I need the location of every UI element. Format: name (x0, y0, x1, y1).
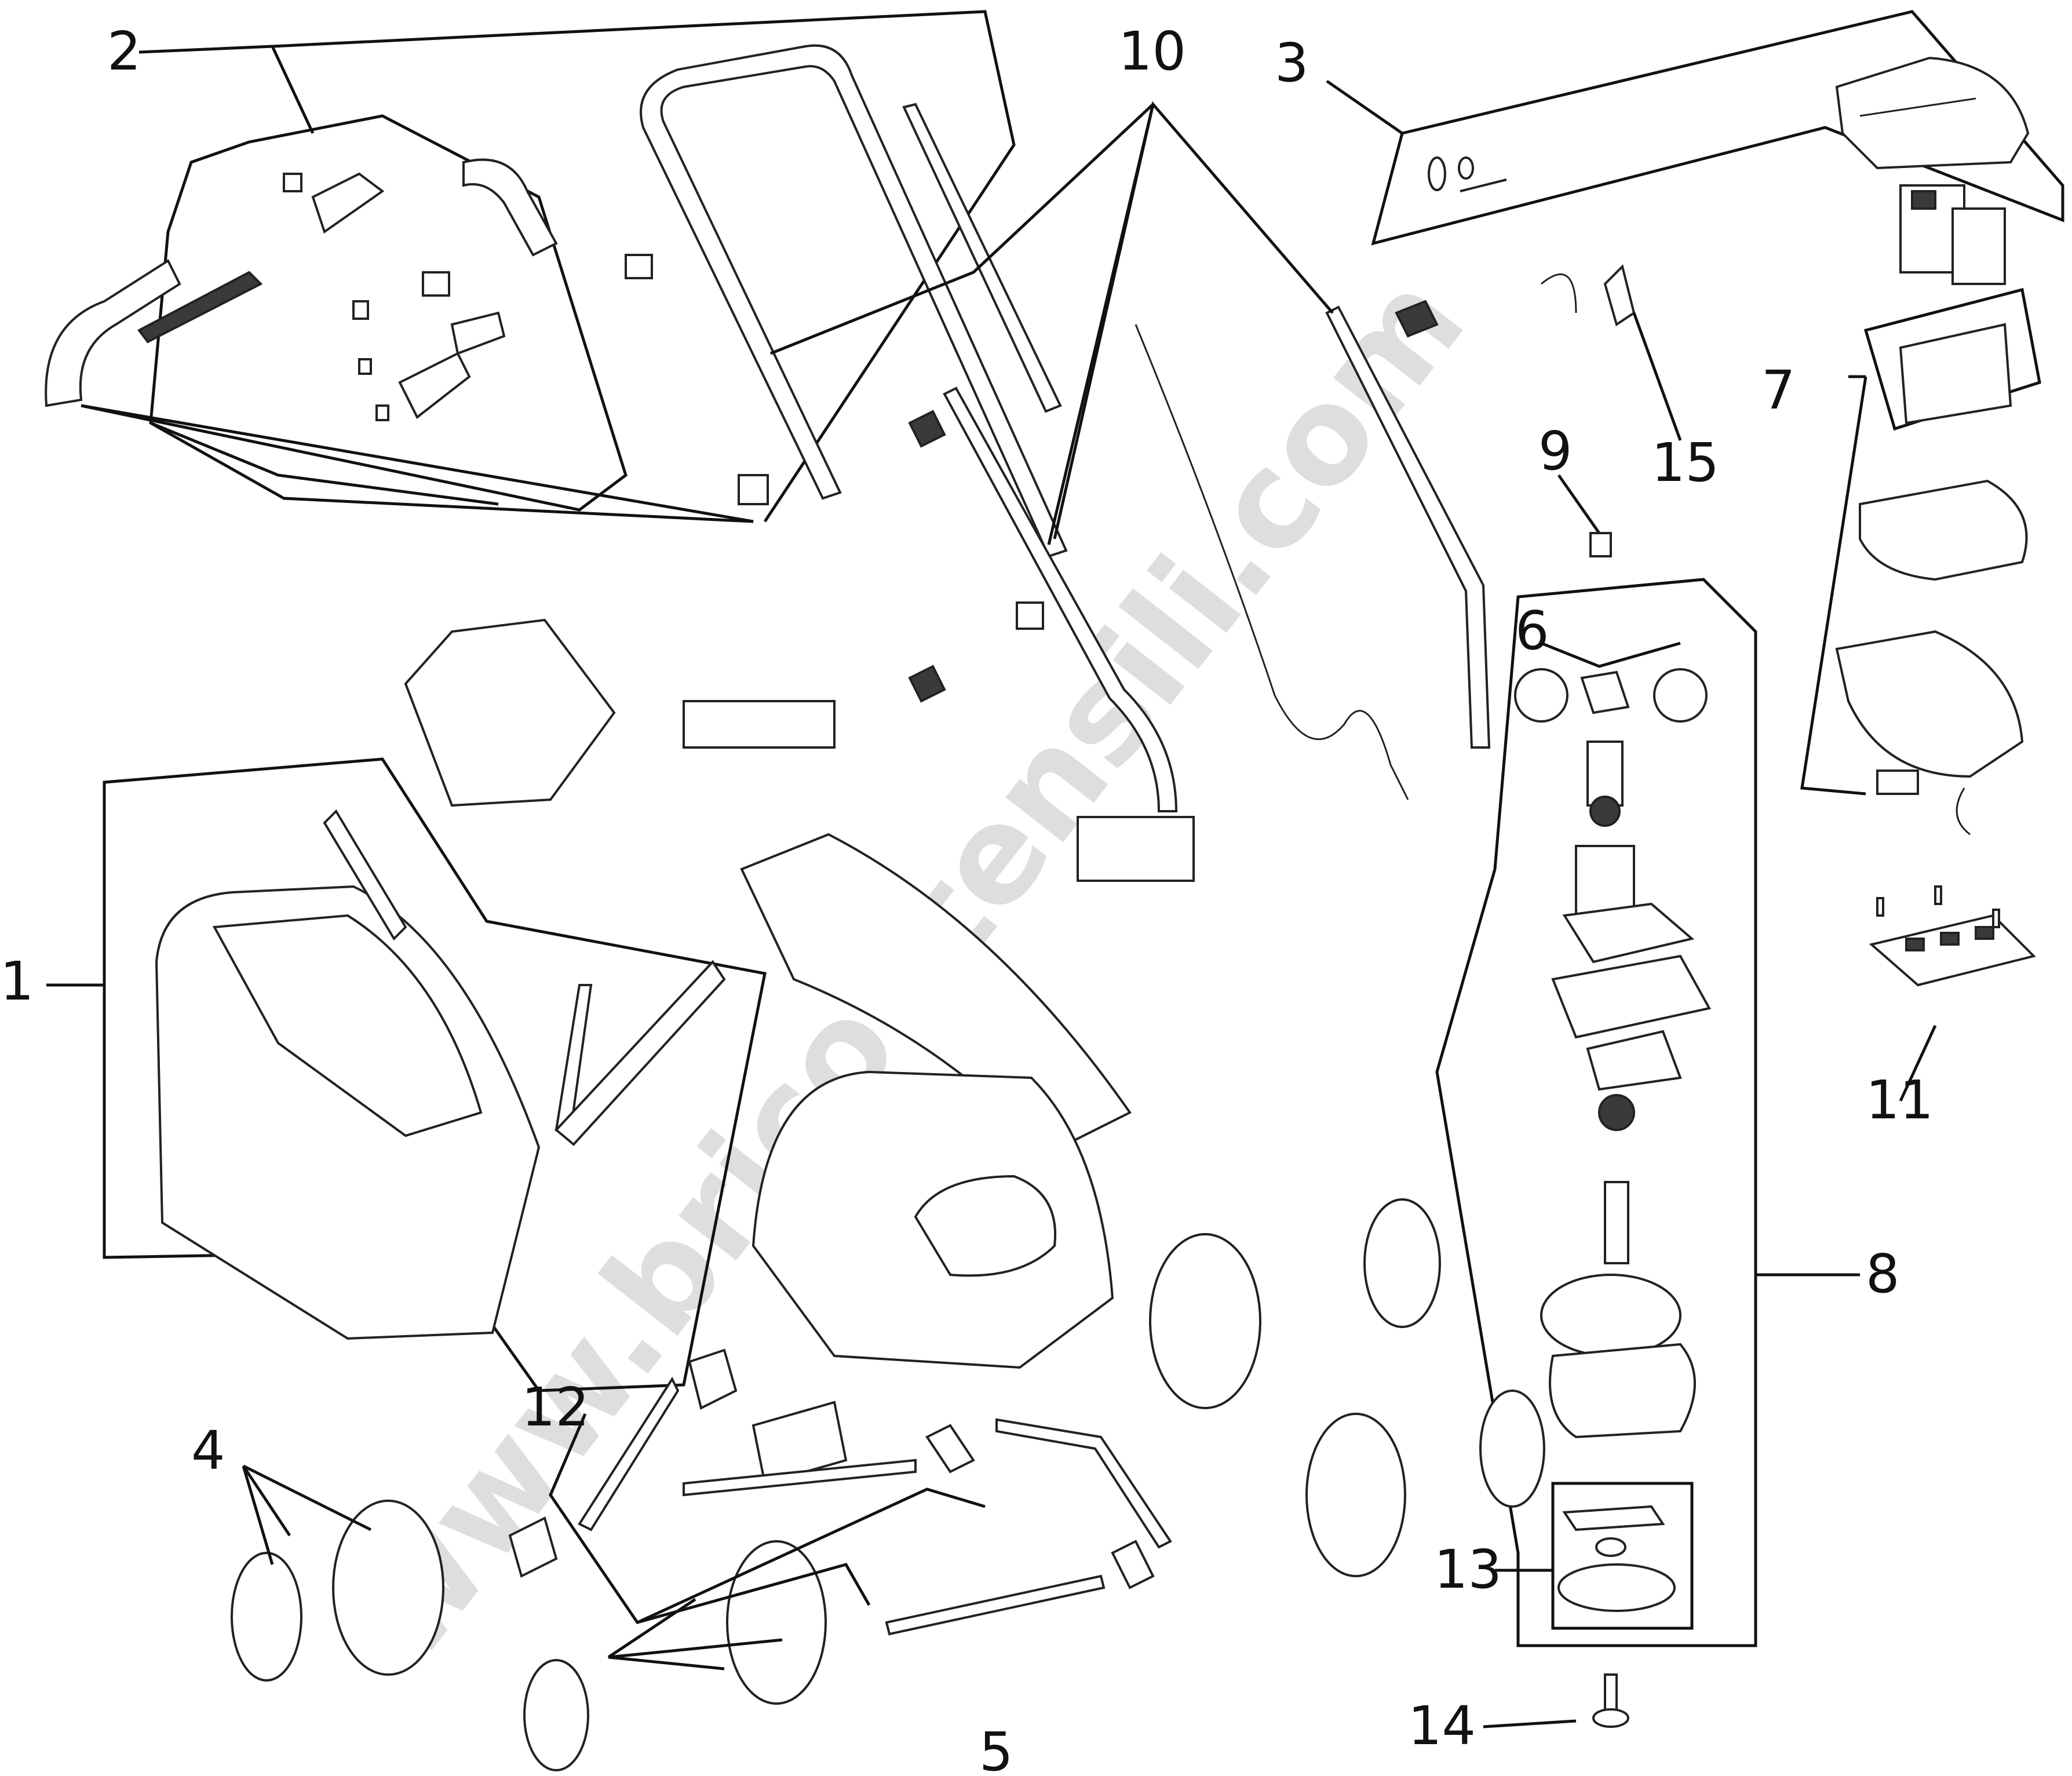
callout-5: 5 (979, 1721, 1013, 1776)
callout-6: 6 (1515, 600, 1549, 662)
battery-and-frame (404, 618, 1195, 1369)
callout-12: 12 (521, 1376, 589, 1438)
group-11-pcb (1869, 885, 2036, 1102)
callout-1: 1 (0, 950, 34, 1012)
wheels-and-axles (231, 1198, 1545, 1771)
callout-15: 15 (1651, 432, 1719, 494)
battery-pack (1899, 184, 2006, 285)
callout-7: 7 (1761, 359, 1796, 421)
group-1-grass-catcher (46, 757, 767, 1392)
callout-9: 9 (1538, 420, 1573, 482)
group-10-handle-bars (640, 44, 1491, 812)
group-2-handle-controls (45, 10, 1016, 523)
group-7-battery-holder (1800, 287, 2041, 836)
callout-2: 2 (107, 20, 141, 82)
callout-3: 3 (1275, 32, 1309, 94)
group-8-motor-assembly (1435, 578, 1860, 1647)
callout-labels: 1 2 3 4 5 6 7 8 9 10 11 12 13 14 15 (0, 20, 1934, 1776)
callout-13: 13 (1434, 1538, 1502, 1600)
group-13-blade-holder (1495, 1482, 1694, 1630)
callout-11: 11 (1866, 1069, 1934, 1131)
group-3-battery-cover (1326, 10, 2064, 246)
callout-4: 4 (191, 1420, 225, 1482)
group-15-safety-key (1541, 264, 1682, 441)
group-9-switch (1557, 474, 1612, 557)
callout-10: 10 (1118, 20, 1186, 82)
group-14-bolt (1483, 1673, 1629, 1728)
callout-8: 8 (1866, 1243, 1900, 1305)
callout-14: 14 (1408, 1695, 1476, 1757)
